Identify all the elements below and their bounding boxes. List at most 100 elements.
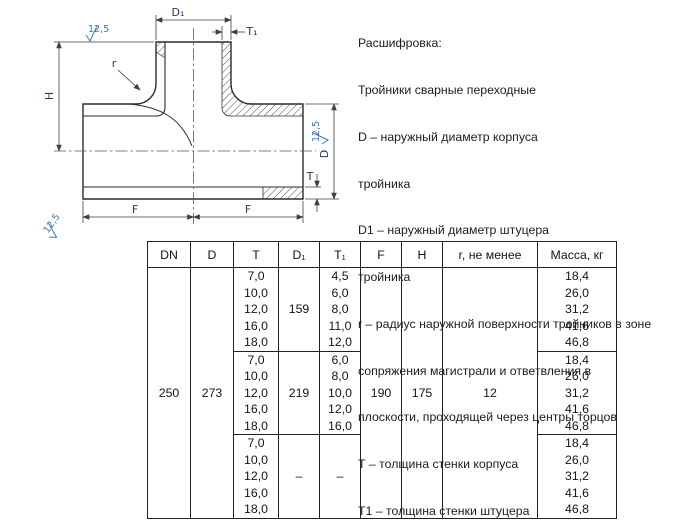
col-header-t: T (233, 241, 279, 268)
branch-right-wall-hatch (221, 41, 304, 117)
dimensions-table: DN D T D₁ T₁ F H r, не менее Масса, кг 2… (147, 241, 617, 519)
cell-t1: 4,5 (319, 267, 361, 285)
dimensions-table-wrap: DN D T D₁ T₁ F H r, не менее Масса, кг 2… (147, 241, 617, 519)
cell-d: 273 (190, 267, 234, 518)
dim-label-h: H (43, 92, 56, 100)
centerlines (54, 28, 316, 224)
inner-contour-left (83, 42, 166, 117)
cell-t1: 12,0 (319, 401, 361, 418)
cell-mass: 41,6 (537, 401, 617, 418)
cell-t1: – (319, 434, 361, 518)
col-header-t1: T₁ (319, 241, 361, 268)
dim-label-d: D (318, 150, 331, 158)
cell-d1: 159 (278, 267, 320, 351)
hatched-wall-sections (155, 41, 304, 200)
run-bottom-wall-hatch (262, 186, 304, 200)
cell-mass: 46,8 (537, 417, 617, 435)
roughness-mark-right: 12,5 (311, 121, 330, 145)
table-row: 10,0 8,0 26,0 (148, 368, 617, 385)
svg-text:12,5: 12,5 (42, 212, 63, 236)
cell-t: 7,0 (233, 350, 279, 368)
cell-t: 12,0 (233, 301, 279, 318)
col-header-h: H (401, 241, 443, 268)
cell-mass: 26,0 (537, 284, 617, 301)
cell-t1: 8,0 (319, 301, 361, 318)
cell-mass: 41,6 (537, 317, 617, 334)
cell-dn: 250 (147, 267, 191, 518)
cell-mass: 18,4 (537, 434, 617, 452)
cell-t: 16,0 (233, 401, 279, 418)
weld-transition-curve (129, 103, 193, 147)
cell-t1: 12,0 (319, 334, 361, 351)
outer-contour (82, 41, 304, 200)
legend-title: Расшифровка: (358, 36, 442, 51)
cell-t: 16,0 (233, 484, 279, 501)
branch-left-wall-hatch (155, 41, 166, 59)
cell-t1: 11,0 (319, 317, 361, 334)
roughness-mark-bottom-left: 12,5 (42, 212, 63, 238)
cell-t1: 8,0 (319, 368, 361, 385)
dim-label-t1: T₁ (245, 25, 257, 38)
table-row: 7,0 – – 18,4 (148, 434, 617, 518)
col-header-d: D (190, 241, 234, 268)
cell-t: 16,0 (233, 317, 279, 334)
cell-t: 12,0 (233, 468, 279, 485)
cell-d1: – (278, 434, 320, 518)
cell-t: 10,0 (233, 284, 279, 301)
cell-h: 175 (401, 267, 443, 518)
table-row: 18,0 16,0 46,8 (148, 417, 617, 435)
cell-t1: 10,0 (319, 384, 361, 401)
cell-mass: 26,0 (537, 368, 617, 385)
cell-t1: 6,0 (319, 350, 361, 368)
cell-t: 12,0 (233, 384, 279, 401)
legend-line: тройника (358, 176, 411, 191)
col-header-d1: D₁ (278, 241, 320, 268)
cell-t: 10,0 (233, 451, 279, 468)
cell-t: 7,0 (233, 267, 279, 285)
table-row: 12,0 10,0 31,2 (148, 384, 617, 401)
cell-t: 18,0 (233, 417, 279, 435)
cell-d1: 219 (278, 350, 320, 435)
cell-t: 7,0 (233, 434, 279, 452)
svg-text:12,5: 12,5 (311, 121, 322, 142)
table-row: 7,0 219 6,0 18,4 (148, 350, 617, 435)
col-header-r: r, не менее (442, 241, 538, 268)
table-row: 10,0 26,0 (148, 451, 617, 468)
table-row: 12,0 31,2 (148, 468, 617, 485)
cell-mass: 46,8 (537, 334, 617, 351)
legend-line: Тройники сварные переходные (358, 82, 536, 97)
roughness-mark-top-left: 12,5 (85, 24, 109, 43)
col-header-mass: Масса, кг (537, 241, 617, 268)
table-row: 18,0 46,8 (148, 501, 617, 518)
table-row: 18,0 12,0 46,8 (148, 334, 617, 351)
cell-t: 18,0 (233, 501, 279, 518)
table-row: 16,0 12,0 41,6 (148, 401, 617, 418)
cell-mass: 31,2 (537, 468, 617, 485)
table-row: 250 273 7,0 159 4,5 190 175 12 18,4 (147, 267, 617, 518)
cell-r: 12 (442, 267, 538, 518)
dim-label-f-right: F (245, 203, 251, 216)
dim-label-r: r (112, 57, 117, 70)
legend-line: D – наружный диаметр корпуса (358, 129, 538, 144)
dim-label-d1: D₁ (172, 6, 185, 19)
tee-outline (82, 41, 304, 200)
dim-label-t: T (306, 170, 314, 183)
cell-t1: 16,0 (319, 417, 361, 435)
cell-mass: 18,4 (537, 350, 617, 368)
col-header-f: F (360, 241, 402, 268)
cell-t1: 6,0 (319, 284, 361, 301)
cell-t: 18,0 (233, 334, 279, 351)
tee-drawing: D₁ T₁ r H D T F F 12,5 12,5 12,5 (42, 6, 339, 238)
table-header-row: DN D T D₁ T₁ F H r, не менее Масса, кг (147, 241, 617, 268)
cell-mass: 31,2 (537, 384, 617, 401)
col-header-dn: DN (147, 241, 191, 268)
cell-t: 10,0 (233, 368, 279, 385)
cell-mass: 31,2 (537, 301, 617, 318)
svg-text:12,5: 12,5 (88, 24, 109, 35)
table-row: 10,0 6,0 26,0 (148, 284, 617, 301)
cell-mass: 26,0 (537, 451, 617, 468)
legend-line: D1 – наружный диаметр штуцера (358, 223, 550, 238)
dimension-lines (54, 15, 339, 223)
table-row: 16,0 11,0 41,6 (148, 317, 617, 334)
